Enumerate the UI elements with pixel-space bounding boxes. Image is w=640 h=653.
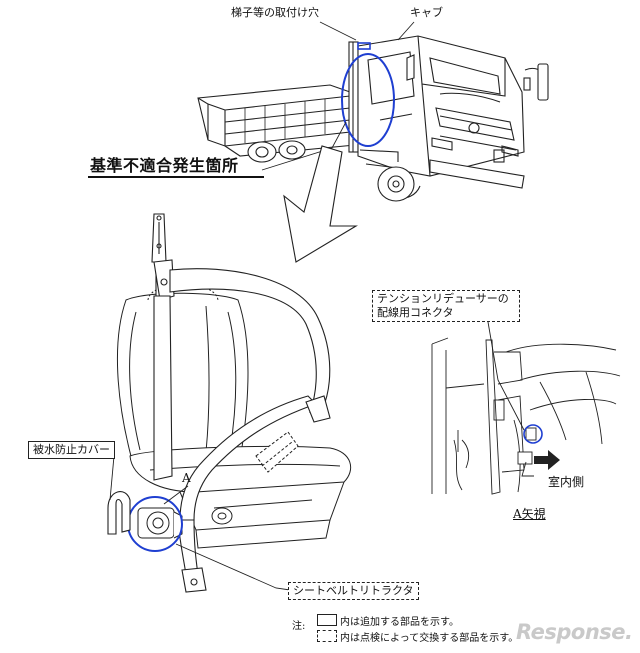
a-view-detail: [431, 337, 621, 495]
cabin-side-arrow: [534, 450, 560, 470]
truck-illustration: [197, 35, 549, 202]
note-prefix: 注:: [292, 621, 306, 632]
ladder-hole-label: 梯子等の取付け穴: [231, 6, 319, 19]
note-replaced: 内は点検によって交換する部品を示す。: [314, 630, 518, 646]
marker-a-label: A: [182, 471, 191, 485]
note-added-text: 内は追加する部品を示す。: [340, 617, 459, 628]
view-a-label: A矢視: [513, 507, 546, 521]
waterproof-cover-label: 被水防止カバー: [28, 441, 115, 459]
ladder-hole-highlight: [357, 42, 371, 50]
cabin-side-label: 室内側: [548, 475, 585, 489]
defect-underline: [88, 176, 264, 178]
retractor-label: シートベルトリトラクタ: [288, 582, 419, 600]
note-replaced-text: 内は点検によって交換する部品を示す。: [340, 633, 519, 644]
zoom-arrow: [283, 145, 358, 263]
cab-label: キャブ: [410, 6, 443, 19]
seatbelt: [151, 213, 331, 593]
dashed-box-swatch: [317, 630, 337, 642]
tension-reducer-label: テンションリデューサーの配線用コネクタ: [372, 290, 520, 322]
door-highlight-ellipse: [341, 53, 395, 147]
retractor: [137, 507, 183, 539]
defect-location-label: 基準不適合発生箇所: [90, 156, 239, 175]
response-watermark: Response.: [516, 620, 633, 644]
connector-highlight-circle: [523, 424, 543, 444]
waterproof-cover-part: [107, 491, 131, 535]
solid-box-swatch: [317, 614, 337, 626]
note-added: 内は追加する部品を示す。: [314, 614, 459, 630]
